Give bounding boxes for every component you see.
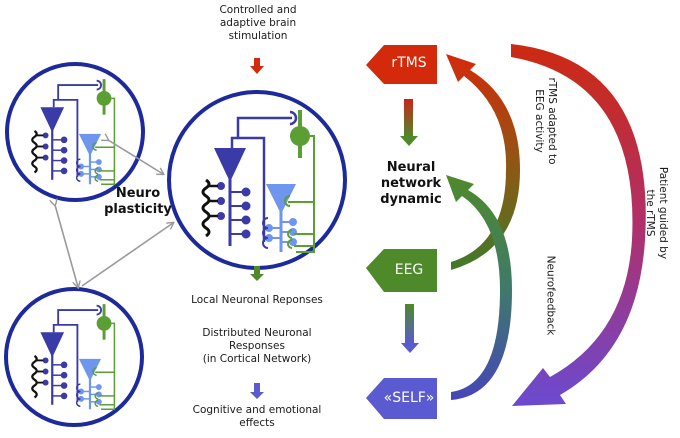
eeg-box	[366, 249, 437, 292]
neural-line: Neural	[386, 160, 436, 175]
distributed-line-2: Responses	[229, 340, 285, 352]
local-responses-label: Local Neuronal Reponses	[191, 294, 323, 306]
small-neuron-circle-bottom	[4, 287, 144, 427]
rtms-adapted-line-1: rTMS adapted to	[546, 77, 558, 165]
effects-line-2: effects	[239, 417, 275, 429]
eeg-box-label: EEG	[394, 262, 424, 278]
plasticity-line: plasticity	[104, 202, 172, 217]
rtms-adapted-arc	[446, 54, 520, 270]
neuro-plasticity-label: Neuro plasticity	[88, 186, 188, 218]
neurofeedback-arc	[446, 175, 512, 400]
effects-label: Cognitive and emotional effects	[170, 404, 344, 430]
neurofeedback-label: Neurofeedback	[544, 255, 557, 336]
stimulation-arrow	[250, 58, 264, 74]
neuro-line: Neuro	[115, 186, 161, 201]
patient-guided-line-1: Patient guided by	[657, 166, 669, 260]
patient-guided-label: Patient guided by the rTMS	[643, 158, 669, 268]
stimulation-label: Controlled and adaptive brain stimulatio…	[185, 4, 331, 43]
eeg-to-self-arrow	[401, 304, 419, 353]
distributed-line-1: Distributed Neuronal	[202, 327, 312, 339]
network-line: network	[380, 176, 442, 191]
distributed-line-3: (in Cortical Network)	[202, 353, 312, 365]
patient-guided-arc	[511, 44, 646, 406]
effects-line-1: Cognitive and emotional	[192, 404, 322, 416]
large-neuron-circle	[167, 90, 347, 270]
small-neuron-circle-top	[5, 62, 145, 202]
patient-guided-line-2: the rTMS	[644, 189, 656, 237]
effects-arrow	[250, 383, 264, 399]
distributed-responses-label: Distributed Neuronal Responses (in Corti…	[170, 327, 344, 366]
rtms-box	[366, 45, 437, 84]
local-response-arrow	[250, 266, 264, 281]
self-box	[366, 378, 437, 419]
rtms-adapted-label: rTMS adapted to EEG activity	[532, 66, 558, 176]
neural-network-label: Neural network dynamic	[368, 160, 454, 208]
stimulation-line-2: adaptive brain	[219, 17, 297, 29]
stimulation-line-3: stimulation	[228, 30, 288, 42]
stimulation-line-1: Controlled and	[219, 4, 297, 16]
dynamic-line: dynamic	[380, 192, 442, 207]
rtms-to-network-arrow	[400, 99, 418, 146]
rtms-box-label: rTMS	[391, 55, 427, 71]
self-box-label: «SELF»	[383, 390, 435, 406]
plasticity-arrows	[55, 140, 173, 287]
rtms-adapted-line-2: EEG activity	[533, 89, 545, 153]
